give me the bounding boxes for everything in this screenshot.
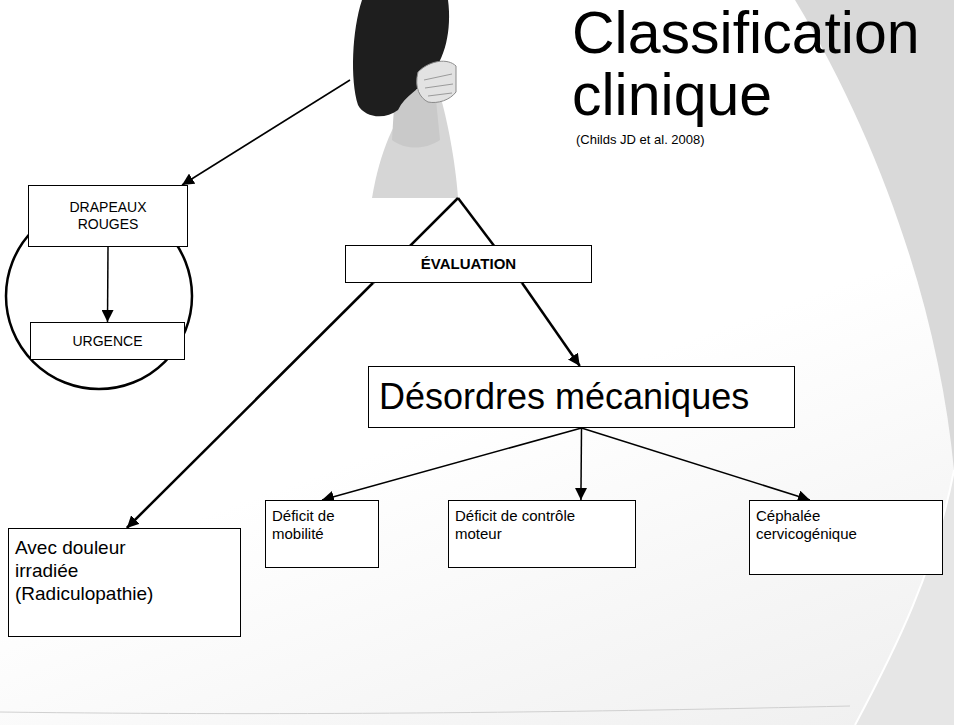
arrow-connector <box>582 428 810 500</box>
slide-edge-line <box>0 706 850 714</box>
arrow-connector <box>522 283 580 366</box>
photo-hand <box>417 61 456 102</box>
box-text: Déficit de contrôle moteur <box>455 507 595 543</box>
photo-fingers <box>424 74 453 96</box>
box-text: DRAPEAUX ROUGES <box>61 199 156 233</box>
photo-to-flags-arrow <box>182 80 350 185</box>
process-box: Avec douleur irradiée (Radiculopathie) <box>8 528 241 637</box>
neck-pain-photo <box>350 0 458 198</box>
box-text: Désordres mécaniques <box>379 375 749 418</box>
process-box: URGENCE <box>30 322 185 360</box>
box-text: ÉVALUATION <box>421 255 516 273</box>
process-box: ÉVALUATION <box>345 245 592 283</box>
arrow-connector <box>127 283 373 528</box>
process-box: Déficit de contrôle moteur <box>448 500 636 568</box>
process-box: Déficit de mobilité <box>265 500 379 568</box>
process-box: Désordres mécaniques <box>368 366 795 428</box>
box-text: Avec douleur irradiée (Radiculopathie) <box>15 537 165 605</box>
grey-band <box>795 0 954 470</box>
process-box: DRAPEAUX ROUGES <box>28 185 188 247</box>
arrow-connector <box>107 247 109 322</box>
arrow-connector <box>580 428 582 500</box>
photo-ground <box>350 0 458 198</box>
box-text: Céphalée cervicogénique <box>756 507 886 543</box>
process-box: Céphalée cervicogénique <box>749 500 943 575</box>
box-text: Déficit de mobilité <box>272 507 372 543</box>
slide-title: Classification clinique <box>572 2 948 126</box>
arrow-connector <box>322 428 582 500</box>
citation: (Childs JD et al. 2008) <box>576 132 705 147</box>
box-text: URGENCE <box>72 333 142 350</box>
